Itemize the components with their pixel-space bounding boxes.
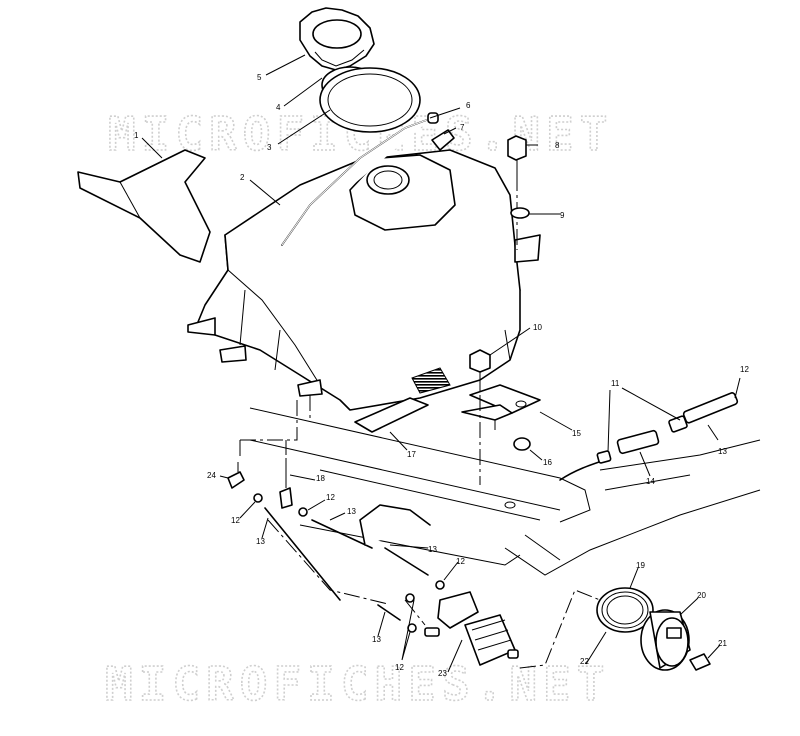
fuel-filter-assembly <box>559 392 739 481</box>
callout-24: 24 <box>207 471 216 480</box>
callout-2: 2 <box>240 173 245 182</box>
callout-20: 20 <box>697 591 706 600</box>
callout-10: 10 <box>533 323 542 332</box>
callout-17: 17 <box>407 450 416 459</box>
leader-lines <box>141 54 741 673</box>
gauge-cover <box>640 609 691 671</box>
frame-rails <box>249 407 761 576</box>
callout-12-a: 12 <box>231 516 240 525</box>
callout-12-c: 12 <box>456 557 465 566</box>
neck-gasket <box>319 67 421 133</box>
callout-12-right: 12 <box>740 365 749 374</box>
fuel-cap <box>299 7 375 71</box>
callout-3: 3 <box>267 143 272 152</box>
callout-7: 7 <box>460 123 465 132</box>
tank-pad <box>354 397 429 433</box>
callout-9: 9 <box>560 211 565 220</box>
callout-22: 22 <box>580 657 589 666</box>
washer <box>510 207 530 219</box>
callout-11: 11 <box>611 379 620 388</box>
callout-5: 5 <box>257 73 262 82</box>
callout-4: 4 <box>276 103 281 112</box>
callout-14: 14 <box>646 477 655 486</box>
fuel-hoses-left <box>227 458 431 621</box>
vent-fitting <box>431 129 455 151</box>
bracket-bolt <box>469 349 491 485</box>
callout-16: 16 <box>543 458 552 467</box>
fuel-tank <box>187 149 541 411</box>
callout-6: 6 <box>466 101 471 110</box>
fuel-pump <box>405 580 519 666</box>
nut <box>513 437 531 451</box>
callout-13-right: 13 <box>718 447 727 456</box>
callout-8: 8 <box>555 141 560 150</box>
screw <box>689 653 711 671</box>
callout-13-d: 13 <box>372 635 381 644</box>
callout-19: 19 <box>636 561 645 570</box>
watermark-bottom: MICROFICHES.NET <box>105 657 610 711</box>
callout-13-a: 13 <box>256 537 265 546</box>
callout-21: 21 <box>718 639 727 648</box>
foam-pad <box>77 149 211 263</box>
dashed-guides <box>239 395 601 669</box>
callout-13-c: 13 <box>428 545 437 554</box>
callout-1: 1 <box>134 131 139 140</box>
callout-13-b: 13 <box>347 507 356 516</box>
callout-23: 23 <box>438 669 447 678</box>
callout-18: 18 <box>316 474 325 483</box>
callout-12-b: 12 <box>326 493 335 502</box>
bracket <box>461 384 541 430</box>
callout-12-d: 12 <box>395 663 404 672</box>
fuel-gauge-ring <box>596 587 654 633</box>
callout-15: 15 <box>572 429 581 438</box>
